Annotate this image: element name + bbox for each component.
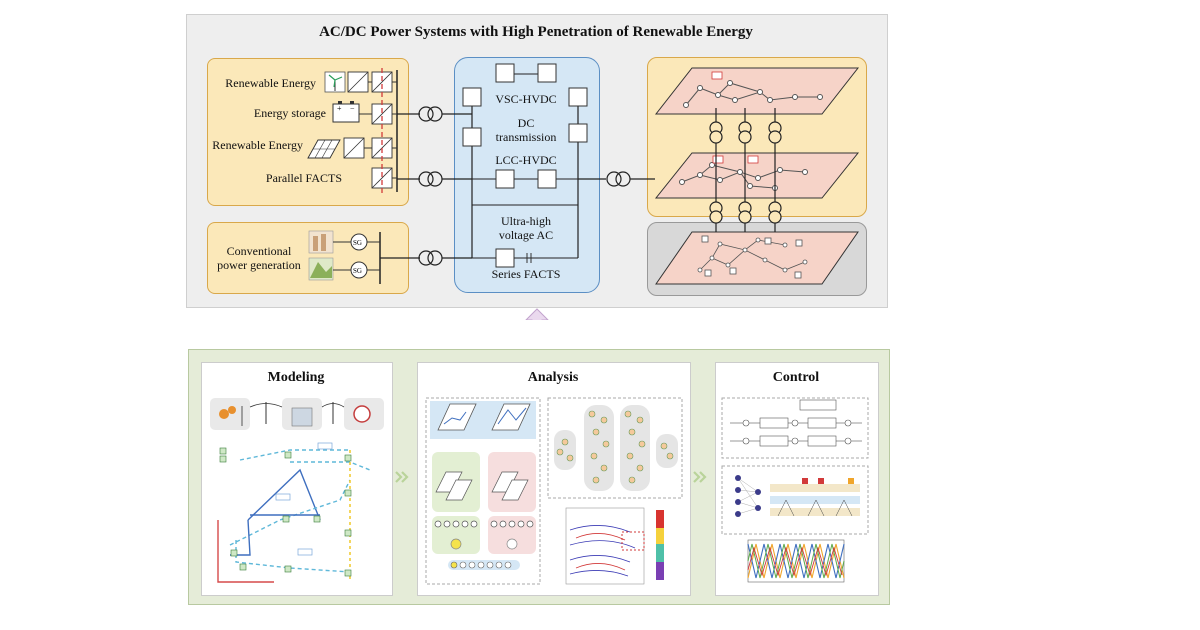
energy-storage-label: Energy storage	[253, 106, 326, 120]
analysis-title: Analysis	[527, 370, 579, 385]
distribution-grid-network	[697, 235, 808, 279]
renewable-solar-label: Renewable Energy	[212, 138, 303, 152]
uhv-ac-label-line1: Ultra-high	[501, 214, 551, 228]
uhv-ac-label-line2: voltage AC	[498, 228, 554, 242]
top-panel-schematic: + − SG SG	[307, 63, 860, 320]
svg-text:+: +	[337, 104, 342, 113]
conventional-label-line1: Conventional	[226, 244, 292, 258]
svg-text:SG: SG	[353, 267, 362, 275]
upper-grid-network	[683, 80, 823, 108]
wind-turbine-icon	[324, 71, 346, 93]
dc-transmission-label-line1: DC	[517, 116, 535, 130]
parallel-facts-label: Parallel FACTS	[265, 171, 342, 185]
conventional-label-line2: power generation	[217, 258, 301, 272]
series-facts-label: Series FACTS	[491, 267, 561, 281]
modeling-title: Modeling	[267, 370, 325, 385]
control-title: Control	[772, 370, 820, 385]
modeling-network-diagram	[217, 449, 371, 583]
top-panel-title: AC/DC Power Systems with High Penetratio…	[319, 24, 753, 40]
modeling-network-nodes	[219, 447, 352, 577]
bidirectional-arrow-icon	[525, 308, 549, 320]
vsc-hvdc-label: VSC-HVDC	[495, 92, 557, 106]
middle-grid-network	[679, 162, 808, 191]
svg-text:SG: SG	[353, 239, 362, 247]
battery-icon: + −	[332, 101, 360, 123]
control-neural-network	[735, 475, 860, 517]
lcc-hvdc-label: LCC-HVDC	[495, 153, 557, 167]
hvdc-converter-icons	[462, 63, 588, 268]
analysis-model-stack	[432, 452, 536, 570]
inter-layer-transformers	[709, 108, 782, 232]
power-plant-icons	[308, 230, 334, 281]
solar-panel-icon	[307, 139, 341, 159]
analysis-graph-stacks	[554, 405, 678, 491]
analysis-trajectory-plot	[565, 507, 664, 585]
chevron-right-icon	[395, 471, 707, 483]
modeling-source-icons	[210, 398, 384, 430]
control-waveform-plot	[747, 539, 845, 583]
svg-text:−: −	[350, 104, 355, 113]
renewable-wind-label: Renewable Energy	[225, 76, 316, 90]
dc-transmission-label-line2: transmission	[495, 130, 557, 144]
